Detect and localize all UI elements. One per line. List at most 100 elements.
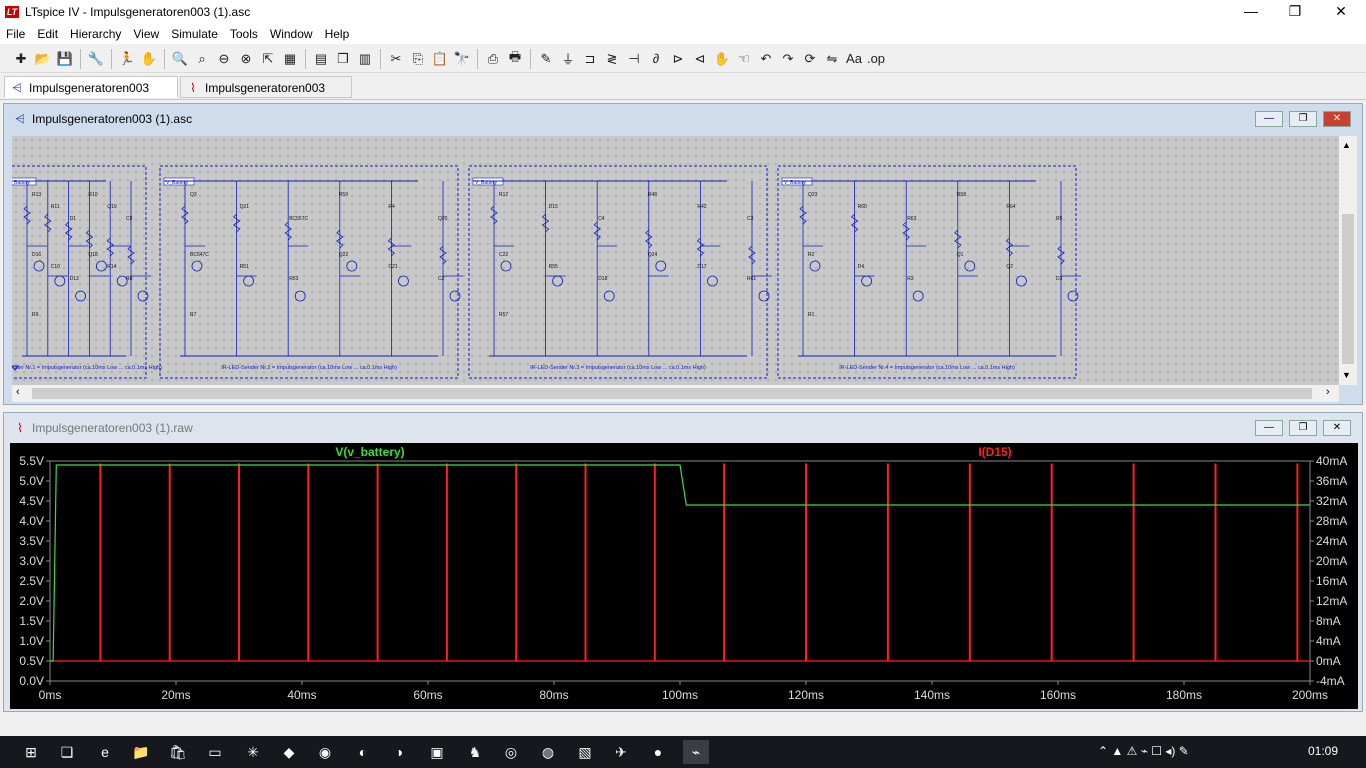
ltspice-icon[interactable]: ⌁ bbox=[683, 740, 709, 764]
spice-directive-icon[interactable]: .op bbox=[866, 51, 886, 66]
app10-icon[interactable]: ● bbox=[653, 744, 663, 760]
text-icon[interactable]: Aa bbox=[846, 51, 862, 66]
paste-icon[interactable]: 📋 bbox=[431, 50, 449, 66]
app6-icon[interactable]: ♞ bbox=[468, 744, 482, 760]
app9-icon[interactable]: ✈ bbox=[615, 744, 627, 760]
chrome-icon[interactable]: ◍ bbox=[541, 744, 555, 760]
rotate-icon[interactable]: ⟳ bbox=[804, 50, 816, 66]
app1-icon[interactable]: ✳ bbox=[247, 744, 259, 760]
diode-icon[interactable]: ⊳ bbox=[672, 50, 684, 66]
menu-window[interactable]: Window bbox=[269, 26, 313, 41]
tab-waveform[interactable]: ⌇ Impulsgeneratoren003 (1).raw bbox=[180, 76, 352, 117]
capacitor-icon[interactable]: ⊣ bbox=[628, 50, 640, 66]
tile-vertical-icon[interactable]: ▥ bbox=[358, 50, 372, 66]
schematic-canvas[interactable]: IR-LED-Sender Nr.1 = Impulsgenerator (ca… bbox=[12, 136, 1339, 385]
print-icon[interactable]: 🖶 bbox=[508, 48, 522, 64]
wire-icon[interactable]: ✎ bbox=[540, 50, 552, 66]
waveform-close-button[interactable]: ✕ bbox=[1323, 420, 1351, 436]
app5-icon[interactable]: ◑ bbox=[394, 744, 404, 760]
waveform-window[interactable]: ⌇ Impulsgeneratoren003 (1).raw — ❐ ✕ 5.5… bbox=[3, 412, 1363, 712]
menu-edit[interactable]: Edit bbox=[37, 26, 59, 41]
new-schematic-icon[interactable]: ✚ bbox=[15, 50, 27, 66]
close-button[interactable]: ✕ bbox=[1335, 3, 1347, 19]
waveform-restore-button[interactable]: ❐ bbox=[1289, 420, 1317, 436]
schematic-minimize-button[interactable]: — bbox=[1255, 111, 1283, 127]
tile-horizontal-icon[interactable]: ▤ bbox=[314, 50, 328, 66]
zoom-out-icon[interactable]: ⊖ bbox=[218, 50, 230, 66]
ltspice-logo-icon: LT bbox=[5, 5, 19, 18]
scroll-thumb[interactable] bbox=[1342, 214, 1354, 364]
drag-icon[interactable]: ☜ bbox=[738, 50, 750, 66]
control-panel-icon[interactable]: 🔧 bbox=[87, 50, 105, 66]
run-icon[interactable]: 🏃 bbox=[118, 50, 136, 66]
redo-icon[interactable]: ↷ bbox=[782, 50, 794, 66]
halt-icon[interactable]: ✋ bbox=[140, 50, 158, 66]
scroll-left-icon[interactable]: ‹ bbox=[16, 386, 20, 398]
find-icon[interactable]: 🔭 bbox=[453, 50, 471, 66]
x-tick-label: 200ms bbox=[1292, 688, 1328, 702]
app8-icon[interactable]: ▧ bbox=[578, 744, 592, 760]
menu-simulate[interactable]: Simulate bbox=[171, 26, 218, 41]
zoom-area-icon[interactable]: ⌕ bbox=[198, 50, 206, 66]
resistor-symbol bbox=[541, 213, 550, 233]
cmd-icon[interactable]: ▭ bbox=[208, 744, 222, 760]
app2-icon[interactable]: ◆ bbox=[283, 744, 295, 760]
app3-icon[interactable]: ◉ bbox=[318, 744, 332, 760]
store-icon[interactable]: 🛍 bbox=[169, 744, 187, 760]
schematic-close-button[interactable]: ✕ bbox=[1323, 111, 1351, 127]
schematic-restore-button[interactable]: ❐ bbox=[1289, 111, 1317, 127]
scroll-down-icon[interactable]: ▼ bbox=[1342, 370, 1351, 380]
save-icon[interactable]: 💾 bbox=[56, 50, 74, 66]
scroll-right-icon[interactable]: › bbox=[1326, 386, 1330, 398]
part-label: R10 bbox=[88, 192, 97, 198]
cascade-icon[interactable]: ❐ bbox=[337, 50, 349, 66]
part-label: R58 bbox=[957, 192, 966, 198]
explorer-icon[interactable]: 📁 bbox=[132, 744, 150, 760]
app7-icon[interactable]: ◎ bbox=[504, 744, 518, 760]
undo-icon[interactable]: ↶ bbox=[760, 50, 772, 66]
tab-schematic[interactable]: ⩤ Impulsgeneratoren003 (1).asc bbox=[4, 76, 178, 117]
zoom-cancel-icon[interactable]: ⊗ bbox=[240, 50, 252, 66]
schematic-window[interactable]: ⩤ Impulsgeneratoren003 (1).asc — ❐ ✕ IR-… bbox=[3, 103, 1363, 405]
autorange-icon[interactable]: ⇱ bbox=[262, 50, 274, 66]
menu-file[interactable]: File bbox=[6, 26, 26, 41]
scroll-thumb[interactable] bbox=[32, 388, 1312, 399]
component-icon[interactable]: ⊲ bbox=[694, 50, 706, 66]
cut-icon[interactable]: ✂ bbox=[390, 50, 402, 66]
open-icon[interactable]: 📂 bbox=[34, 50, 52, 66]
resistor-symbol bbox=[1057, 245, 1065, 265]
move-icon[interactable]: ✋ bbox=[713, 50, 731, 66]
grid-icon[interactable]: ▦ bbox=[283, 50, 297, 66]
schematic-title-text: Impulsgeneratoren003 (1).asc bbox=[32, 112, 193, 126]
tray-icons[interactable]: ⌃ ▲ ⚠ ⌁ ☐ ◂) ✎ bbox=[1098, 744, 1189, 758]
app4-icon[interactable]: ◐ bbox=[358, 744, 368, 760]
maximize-button[interactable]: ❐ bbox=[1288, 3, 1302, 19]
resistor-icon[interactable]: ≷ bbox=[606, 50, 618, 66]
part-label: R51 bbox=[240, 264, 249, 270]
part-label: C21 bbox=[388, 264, 397, 270]
menu-hierarchy[interactable]: Hierarchy bbox=[70, 26, 122, 41]
inductor-icon[interactable]: ∂ bbox=[652, 51, 660, 66]
mirror-icon[interactable]: ⇋ bbox=[826, 50, 838, 66]
label-icon[interactable]: ⊐ bbox=[584, 50, 596, 66]
task-view-icon[interactable]: ❏ bbox=[60, 744, 74, 760]
pdf-icon[interactable]: ▣ bbox=[430, 744, 444, 760]
edge-icon[interactable]: e bbox=[101, 744, 109, 760]
menu-help[interactable]: Help bbox=[324, 26, 350, 41]
waveform-minimize-button[interactable]: — bbox=[1255, 420, 1283, 436]
scroll-up-icon[interactable]: ▲ bbox=[1342, 140, 1351, 150]
copy-icon[interactable]: ⎘ bbox=[412, 50, 424, 66]
print-preview-icon[interactable]: ⎙ bbox=[487, 50, 499, 66]
start-icon[interactable]: ⊞ bbox=[25, 744, 37, 760]
schematic-vertical-scrollbar[interactable]: ▲ ▼ bbox=[1339, 136, 1357, 385]
zoom-in-icon[interactable]: 🔍 bbox=[171, 50, 189, 66]
toolbar-separator bbox=[477, 48, 478, 69]
part-label: R4 bbox=[388, 204, 395, 210]
minimize-button[interactable]: — bbox=[1244, 3, 1258, 19]
y-tick-label: 2.0V bbox=[19, 594, 44, 608]
schematic-horizontal-scrollbar[interactable]: ‹ › bbox=[12, 385, 1339, 402]
menu-view[interactable]: View bbox=[133, 26, 160, 41]
menu-tools[interactable]: Tools bbox=[229, 26, 258, 41]
ground-icon[interactable]: ⏚ bbox=[561, 52, 575, 67]
